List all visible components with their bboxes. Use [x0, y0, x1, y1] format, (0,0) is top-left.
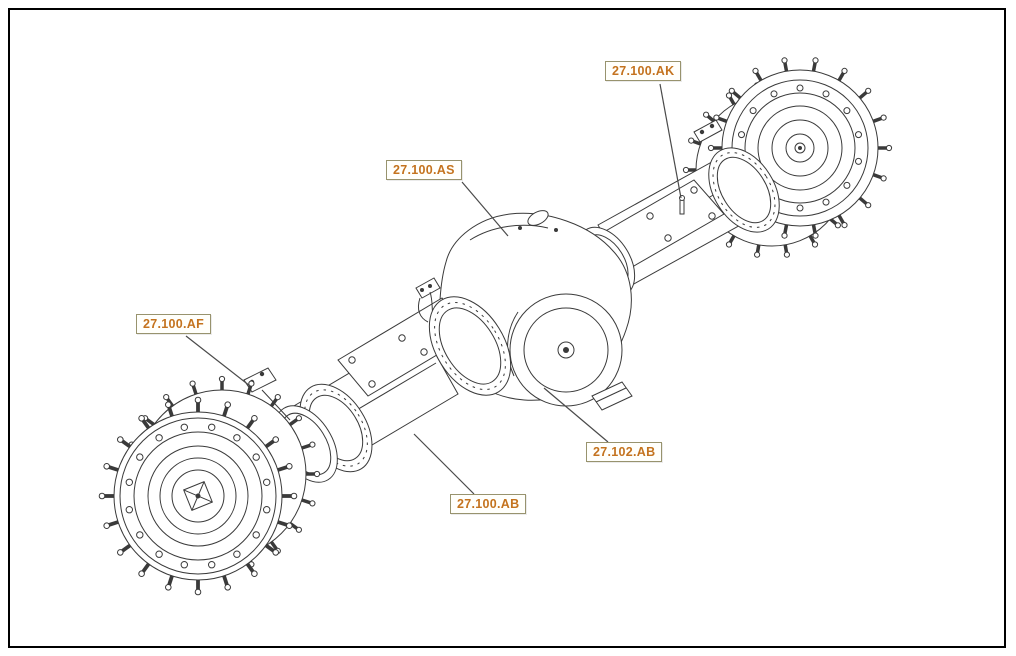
- callout-27-100-af[interactable]: 27.100.AF: [136, 314, 212, 334]
- left-junction-flange: [428, 296, 512, 396]
- leader-27-100-ak: [659, 83, 682, 199]
- callout-27-100-as[interactable]: 27.100.AS: [386, 160, 462, 180]
- leader-27-100-as: [461, 181, 509, 237]
- left-hub-bolt-ring: [125, 423, 271, 569]
- housing-foot: [591, 381, 633, 411]
- breather-pin: [679, 199, 685, 215]
- leader-27-100-af: [185, 335, 251, 387]
- leader-lines: [185, 83, 682, 495]
- left-hub-face-studs: [98, 396, 298, 596]
- hose-bracket: [415, 277, 441, 299]
- callout-27-100-ab[interactable]: 27.100.AB: [450, 494, 527, 514]
- left-wheel-hub: [98, 375, 321, 596]
- leader-27-100-ab: [413, 433, 475, 495]
- housing-top-cap: [527, 210, 549, 226]
- right-flange: [708, 147, 780, 233]
- leader-27-102-ab: [543, 387, 609, 443]
- callout-27-102-ab[interactable]: 27.102.AB: [586, 442, 663, 462]
- top-bracket: [693, 119, 723, 143]
- right-axle-tube: [576, 119, 780, 298]
- callout-27-100-ak[interactable]: 27.100.AK: [605, 61, 682, 81]
